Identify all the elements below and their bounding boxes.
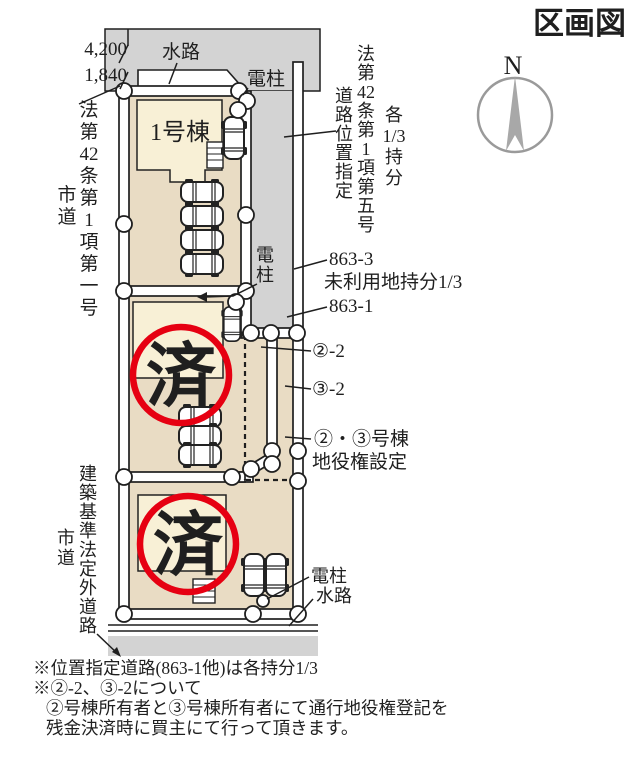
lot2-strip-leader (260, 346, 312, 352)
survey-marker (237, 206, 255, 224)
lot1-lot2-boundary (123, 285, 247, 297)
stamp-ring (136, 492, 240, 596)
easement-leader (284, 436, 312, 440)
survey-marker (115, 282, 133, 300)
survey-marker (229, 101, 247, 119)
survey-marker (244, 605, 262, 623)
survey-marker (262, 324, 280, 342)
pole-mid-label: 電柱 (256, 245, 274, 285)
note-line: ※②-2、③-2について (33, 678, 202, 698)
car-icon (178, 441, 222, 469)
note-line: 残金決済時に買主にて行って頂きます。 (46, 718, 358, 738)
note-line: ※位置指定道路(863-1他)は各持分1/3 (33, 658, 318, 678)
easement-label-line1: ②・③号棟 (314, 428, 409, 450)
survey-marker (288, 324, 306, 342)
survey-marker (115, 468, 133, 486)
left-road-type-label: 市道 (57, 184, 76, 228)
easement-label-line2: 地役権設定 (312, 451, 407, 473)
survey-marker (289, 472, 307, 490)
waterway-channel (137, 69, 244, 88)
utility-pole-marker (256, 594, 270, 608)
lot3-south-boundary (118, 608, 304, 620)
building1-label: 1号棟 (150, 119, 210, 146)
pole-top-leader (242, 87, 249, 96)
pole-mid-arrow-line (204, 283, 258, 298)
pole-bottom-leader (266, 576, 310, 600)
waterway-top-label: 水路 (162, 41, 200, 63)
dim-4200-tick (118, 44, 129, 64)
waterway-bottom-leader (288, 598, 314, 627)
page-title: 区画図 (533, 6, 625, 41)
car-icon (180, 178, 224, 206)
survey-marker (242, 460, 260, 478)
notes-block: ※位置指定道路(863-1他)は各持分1/3 ※②-2、③-2について ②号棟所… (33, 658, 449, 738)
lot3-strip-label: ③-2 (312, 379, 345, 400)
note-line: ②号棟所有者と③号棟所有者にて通行地役権登記を (46, 698, 449, 718)
parcel-863-1-leader (286, 306, 328, 318)
dim-4200-label: 4,200 (84, 39, 127, 60)
pole-mid-arrowhead (197, 292, 207, 302)
north-label: N (504, 51, 523, 80)
stamp-ring (129, 323, 233, 427)
west-boundary-strip (118, 86, 130, 620)
survey-marker (115, 605, 133, 623)
survey-marker (242, 324, 260, 342)
dim-1840-label: 1,840 (84, 65, 127, 86)
bottom-road-arrowhead (112, 647, 121, 657)
survey-marker (115, 215, 133, 233)
sold-stamp-lot3: 済 (136, 492, 240, 596)
waterway-top-leader (168, 62, 178, 85)
car-icon (180, 202, 224, 230)
survey-marker (289, 442, 307, 460)
pole-top-label: 電柱 (247, 68, 285, 90)
compass-needle (506, 76, 524, 151)
car-icon (180, 226, 224, 254)
parcel-863-1-label: 863-1 (329, 296, 373, 317)
car-icon (220, 305, 244, 343)
car-icon (180, 250, 224, 278)
left-road-leader (78, 85, 121, 105)
strip-divider (266, 332, 278, 456)
survey-marker (115, 82, 133, 100)
leader-lines (78, 44, 337, 657)
right-road-leader (283, 130, 337, 138)
parcel-863-3-note-label: 未利用地持分1/3 (324, 271, 462, 293)
lot3-strip-leader (284, 385, 312, 390)
right-road-position-label: 道路位置指定 (335, 86, 353, 201)
waterway-bottom-label: 水路 (316, 586, 352, 606)
designated-road-strip (251, 91, 295, 334)
stamp-text: 済 (153, 507, 224, 585)
survey-marker (289, 605, 307, 623)
pole-bottom-label: 電柱 (311, 566, 347, 586)
bottom-road-area (108, 636, 318, 656)
dim-1840-tick (119, 71, 129, 90)
survey-marker (263, 455, 281, 473)
survey-marker (223, 468, 241, 486)
lot2-strip-label: ②-2 (312, 341, 345, 362)
parcel-863-3-label: 863-3 (329, 249, 373, 270)
bottom-left-road-type-label: 市道 (57, 528, 75, 568)
easement-dashed-outline (243, 335, 294, 482)
stamp-text: 済 (146, 338, 217, 416)
bottom-left-road-label: 建築基準法定外道路 (79, 464, 97, 636)
sold-stamp-lot2: 済 (129, 323, 233, 427)
lot1-north-boundary (124, 85, 246, 97)
bottom-waterway-lines (108, 624, 318, 632)
compass: N (476, 51, 554, 154)
parcel-863-3-leader (293, 259, 328, 270)
car-icon (220, 116, 248, 160)
